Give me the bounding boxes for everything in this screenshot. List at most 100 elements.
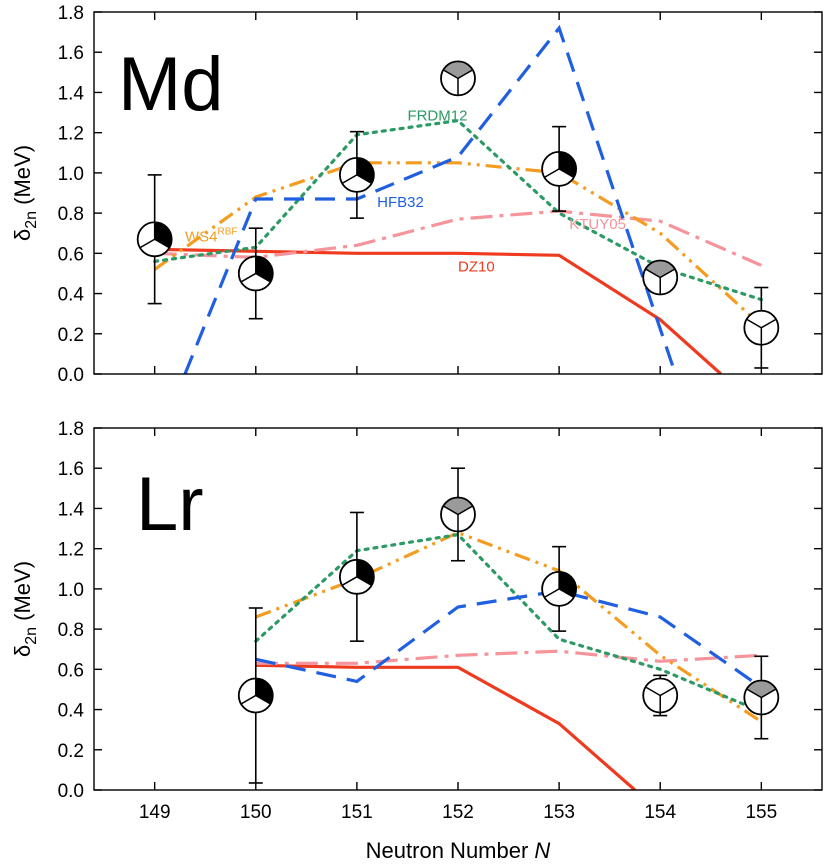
panel-lr-ytick-label: 1.2 bbox=[58, 540, 84, 561]
panel-md-ytick-label: 0.0 bbox=[58, 365, 84, 386]
panel-md-series-label-ktuy05: KTUY05 bbox=[569, 216, 626, 233]
panel-md-marker-outline bbox=[541, 150, 578, 187]
panel-md-marker-spoke bbox=[154, 238, 170, 249]
panel-lr-xtick-label: 155 bbox=[745, 802, 777, 823]
panel-md-data-point bbox=[541, 125, 578, 212]
panel-lr-series-ktuy05-line bbox=[255, 649, 762, 665]
panel-lr-ytick-label: 0.0 bbox=[58, 781, 84, 802]
panel-lr-series-hfb32-line bbox=[255, 589, 763, 689]
panel-lr-ytick-label: 1.8 bbox=[58, 419, 84, 440]
panel-md-data-point bbox=[338, 130, 375, 219]
panel-lr-xtick-label: 151 bbox=[341, 802, 373, 823]
panel-md-data-point bbox=[642, 259, 679, 296]
panel-md-marker-spoke bbox=[240, 272, 257, 283]
panel-lr-marker-outline bbox=[338, 558, 375, 595]
panel-lr-ytick-label: 1.6 bbox=[58, 459, 84, 480]
panel-md-data-point bbox=[136, 174, 173, 305]
panel-lr-marker-spoke bbox=[341, 576, 358, 586]
panel-lr-marker-spoke bbox=[255, 694, 271, 705]
panel-md-marker-outline bbox=[642, 259, 679, 296]
panel-lr-data-point bbox=[440, 467, 476, 562]
panel-lr-data-point bbox=[642, 674, 679, 717]
panel-lr-element-label: Lr bbox=[136, 462, 204, 547]
panel-lr-marker-spoke bbox=[240, 694, 257, 705]
panel-lr-xtick-label: 152 bbox=[442, 802, 474, 823]
panel-lr-marker-spoke bbox=[645, 686, 661, 697]
panel-lr-xtick-label: 153 bbox=[543, 802, 575, 823]
panel-lr-marker-spoke bbox=[457, 505, 474, 516]
panel-lr-marker-outline bbox=[237, 677, 274, 714]
panel-md-marker-spoke bbox=[659, 268, 676, 279]
panel-md-marker-spoke bbox=[544, 168, 560, 179]
panel-md-ytick-label: 1.0 bbox=[58, 164, 84, 185]
panel-md-ytick-label: 0.8 bbox=[58, 204, 84, 225]
panel-md-series-ktuy05-line bbox=[154, 209, 762, 267]
panel-md-marker-outline bbox=[440, 60, 476, 97]
panel-md-series-label-ws4rbf: WS4RBF bbox=[185, 226, 238, 245]
panel-md-data-point bbox=[743, 286, 780, 369]
panel-md-marker-outline bbox=[338, 156, 375, 193]
panel-md-ytick-label: 1.2 bbox=[58, 124, 84, 145]
panel-lr-marker-outline bbox=[743, 679, 780, 716]
panel-lr-marker-spoke bbox=[356, 576, 372, 586]
panel-md-ytick-label: 0.4 bbox=[58, 285, 85, 306]
panel-md-marker-spoke bbox=[558, 168, 575, 179]
panel-md-ytick-label: 1.4 bbox=[58, 83, 85, 104]
x-axis-title: Neutron Number N bbox=[366, 838, 551, 863]
panel-md-marker-spoke bbox=[760, 318, 777, 329]
panel-md-marker-outline bbox=[136, 221, 173, 258]
panel-md-marker-spoke bbox=[746, 318, 762, 329]
panel-md-marker-spoke bbox=[341, 174, 358, 185]
panel-md-data-point bbox=[440, 60, 476, 97]
panel-lr-marker-fill bbox=[443, 497, 473, 515]
panel-md-ytick-label: 1.8 bbox=[58, 3, 84, 24]
panel-lr-data-point bbox=[237, 607, 274, 784]
panel-lr-marker-outline bbox=[541, 570, 578, 607]
panel-lr-marker-outline bbox=[642, 677, 679, 714]
panel-md-series-ws4rbf-line bbox=[153, 161, 763, 327]
panel-md-series-hfb32-line bbox=[183, 24, 677, 374]
panel-lr-ytick-label: 0.4 bbox=[58, 701, 85, 722]
panel-md-ytick-label: 1.6 bbox=[58, 43, 84, 64]
panel-lr-ytick-label: 0.2 bbox=[58, 741, 84, 762]
panel-lr-xtick-label: 150 bbox=[240, 802, 272, 823]
panel-lr-marker-spoke bbox=[659, 686, 676, 697]
panel-lr-marker-spoke bbox=[760, 688, 777, 699]
panel-md-marker-spoke bbox=[442, 69, 459, 80]
panel-md-marker-spoke bbox=[356, 174, 372, 185]
panel-lr-marker-spoke bbox=[746, 688, 762, 699]
panel-lr-ylabel: δ2n (MeV) bbox=[10, 561, 40, 657]
panel-lr-data-point bbox=[743, 655, 780, 740]
panel-md-data-point bbox=[237, 227, 274, 320]
panel-md-marker-spoke bbox=[139, 238, 156, 249]
panel-lr-ytick-label: 0.6 bbox=[58, 660, 84, 681]
panel-lr-series-ws4rbf-line bbox=[255, 530, 763, 723]
panel-md-series-label-frdm12: FRDM12 bbox=[407, 108, 467, 125]
panel-lr-data-point bbox=[541, 545, 578, 632]
panel-md-ytick-label: 0.2 bbox=[58, 325, 84, 346]
panel-lr-xtick-label: 154 bbox=[644, 802, 676, 823]
panel-md-ylabel: δ2n (MeV) bbox=[10, 145, 40, 241]
panel-md-series-label-dz10: DZ10 bbox=[458, 258, 495, 275]
panel-md-marker-fill bbox=[443, 61, 473, 79]
panel-lr-xtick-label: 149 bbox=[139, 802, 171, 823]
panel-lr-ytick-label: 1.4 bbox=[58, 499, 85, 520]
panel-md-marker-outline bbox=[743, 309, 780, 346]
panel-md-element-label: Md bbox=[118, 42, 224, 127]
panel-md-series-label-hfb32: HFB32 bbox=[377, 194, 424, 211]
panel-lr-series-frdm12-line bbox=[254, 532, 763, 714]
panel-lr-data-point bbox=[338, 511, 375, 642]
panel-lr-series-dz10-line bbox=[255, 663, 636, 790]
panel-md-marker-spoke bbox=[457, 69, 474, 80]
panel-md-marker-spoke bbox=[255, 272, 271, 283]
panel-lr-marker-outline bbox=[440, 496, 476, 533]
panel-md-marker-spoke bbox=[645, 268, 661, 279]
panel-md-ytick-label: 0.6 bbox=[58, 244, 84, 265]
panel-lr-marker-spoke bbox=[544, 588, 560, 599]
panel-lr-ytick-label: 0.8 bbox=[58, 620, 84, 641]
panel-lr-marker-spoke bbox=[442, 505, 459, 516]
panel-md-marker-outline bbox=[237, 255, 274, 292]
panel-lr-marker-spoke bbox=[558, 588, 575, 599]
